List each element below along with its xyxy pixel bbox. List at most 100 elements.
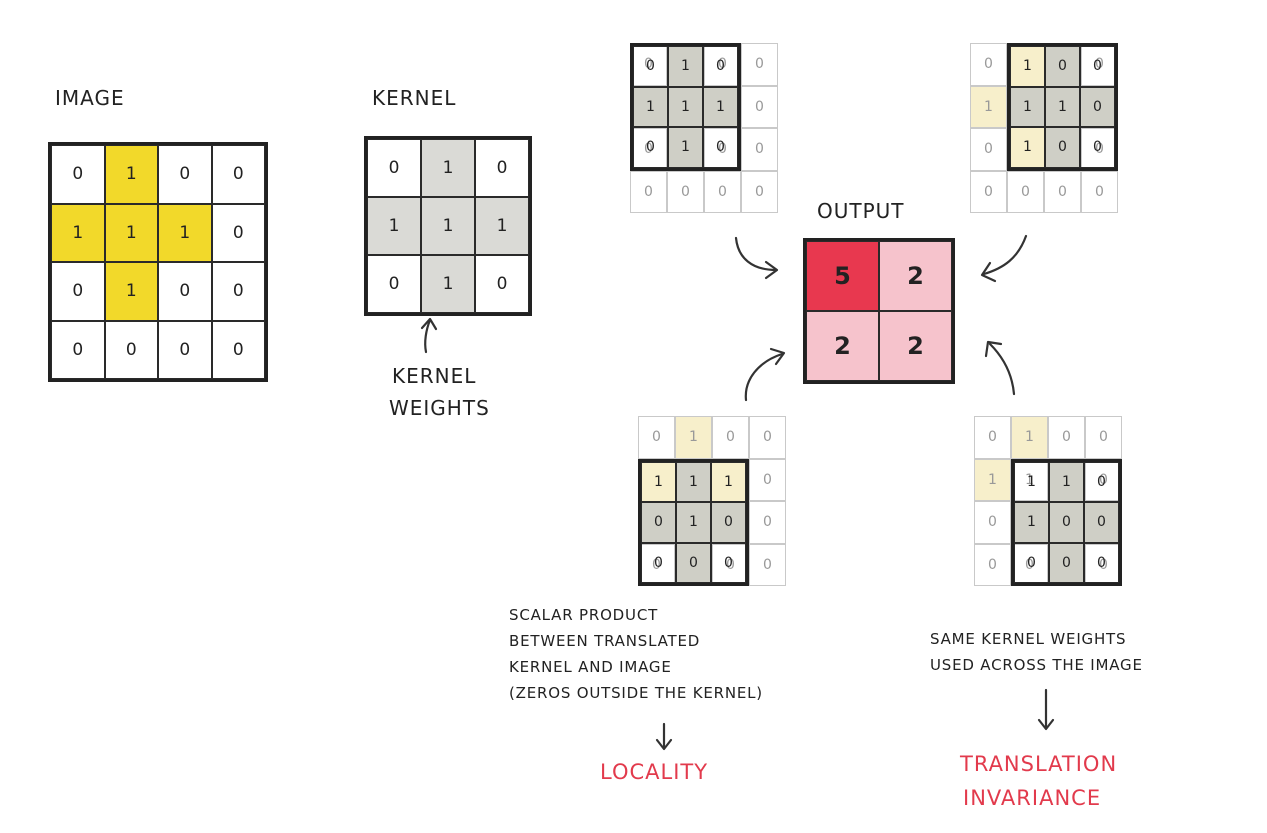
window-kernel-cell: 0 — [1045, 127, 1080, 168]
window-kernel-cell: 0 — [1049, 542, 1084, 583]
window-kernel-cell: 1 — [676, 461, 711, 502]
window-cell: 0 — [749, 416, 786, 459]
window-cell: 1 — [974, 458, 1011, 501]
kernel-window-top-right: 0 1 0 0 1 1 1 0 0 1 0 0 0 0 0 0 1 0 0 1 … — [970, 43, 1118, 213]
window-cell: 0 — [1007, 170, 1044, 213]
window-kernel-cell: 1 — [668, 46, 703, 87]
window-cell: 0 — [1085, 416, 1122, 459]
window-cell: 0 — [970, 170, 1007, 213]
kernel-title: KERNEL — [372, 86, 457, 110]
window-cell: 0 — [741, 128, 778, 171]
kernel-cell: 1 — [421, 255, 475, 313]
window-cell: 0 — [1044, 170, 1081, 213]
window-kernel-cell: 0 — [1014, 542, 1049, 583]
window-cell: 0 — [741, 85, 778, 128]
output-cell: 2 — [879, 311, 952, 381]
window-kernel-cell: 0 — [1049, 502, 1084, 543]
output-cell: 2 — [879, 241, 952, 311]
window-kernel-cell: 1 — [1010, 46, 1045, 87]
window-cell: 1 — [1011, 416, 1048, 459]
image-cell: 1 — [51, 203, 105, 262]
kernel-cell: 1 — [421, 139, 475, 197]
kernel-weights-arrow — [424, 318, 432, 354]
window-cell: 0 — [1048, 416, 1085, 459]
window-kernel-cell: 1 — [1010, 127, 1045, 168]
image-cell: 0 — [158, 320, 212, 379]
kernel-window-bottom-right: 0 1 0 0 1 1 1 0 0 1 0 0 0 0 0 0 1 1 0 1 … — [974, 416, 1122, 586]
top-left-to-output-arrow — [734, 236, 778, 272]
invariance-note-line2: USED ACROSS THE IMAGE — [930, 656, 1143, 674]
image-title: IMAGE — [55, 86, 125, 110]
bottom-right-to-output-arrow — [988, 342, 1016, 396]
window-cell: 0 — [974, 416, 1011, 459]
window-kernel-cell: 1 — [668, 86, 703, 127]
kernel-cell: 1 — [367, 197, 421, 255]
window-kernel-cell: 0 — [703, 46, 738, 87]
kernel-cell: 0 — [367, 139, 421, 197]
window-cell: 0 — [749, 501, 786, 544]
window-kernel-cell: 0 — [1045, 46, 1080, 87]
output-cell: 5 — [806, 241, 879, 311]
window-kernel-cell: 1 — [711, 461, 746, 502]
window-cell: 0 — [974, 543, 1011, 586]
window-kernel-cell: 1 — [641, 461, 676, 502]
output-grid: 5 2 2 2 — [803, 238, 955, 384]
window-kernel-cell: 0 — [1080, 127, 1115, 168]
locality-note-line3: KERNEL AND IMAGE — [509, 658, 672, 676]
window-kernel-cell: 0 — [1084, 461, 1119, 502]
bottom-left-to-output-arrow — [744, 352, 784, 402]
kernel-cell: 0 — [475, 255, 529, 313]
window-kernel-cell: 1 — [1010, 86, 1045, 127]
kernel-cell: 1 — [421, 197, 475, 255]
image-cell: 0 — [51, 320, 105, 379]
window-cell: 0 — [667, 170, 704, 213]
kernel-weights-label-line2: WEIGHTS — [389, 396, 490, 420]
output-title: OUTPUT — [817, 199, 905, 223]
window-cell: 1 — [970, 85, 1007, 128]
window-kernel-cell: 1 — [1045, 86, 1080, 127]
window-cell: 0 — [630, 170, 667, 213]
window-kernel-cell: 0 — [633, 46, 668, 87]
window-kernel-cell: 1 — [633, 86, 668, 127]
image-cell: 1 — [104, 145, 158, 204]
image-cell: 0 — [211, 320, 265, 379]
window-kernel-cell: 0 — [641, 502, 676, 543]
window-kernel-cell: 0 — [1080, 46, 1115, 87]
window-kernel-cell: 0 — [641, 542, 676, 583]
image-cell: 0 — [211, 203, 265, 262]
window-kernel-cell: 0 — [633, 127, 668, 168]
window-cell: 0 — [638, 416, 675, 459]
invariance-note-line1: SAME KERNEL WEIGHTS — [930, 630, 1127, 648]
kernel-cell: 0 — [367, 255, 421, 313]
window-kernel-cell: 0 — [676, 542, 711, 583]
window-kernel-cell: 0 — [703, 127, 738, 168]
window-kernel-cell: 1 — [676, 502, 711, 543]
image-cell: 1 — [104, 203, 158, 262]
window-cell: 0 — [974, 501, 1011, 544]
image-cell: 0 — [211, 145, 265, 204]
kernel-weights-label-line1: KERNEL — [392, 364, 477, 388]
window-kernel-cell: 0 — [711, 502, 746, 543]
image-cell: 0 — [51, 262, 105, 321]
window-cell: 0 — [1081, 170, 1118, 213]
locality-note-line4: (ZEROS OUTSIDE THE KERNEL) — [509, 684, 763, 702]
window-cell: 0 — [741, 170, 778, 213]
window-cell: 0 — [749, 458, 786, 501]
window-cell: 0 — [704, 170, 741, 213]
window-kernel-cell: 1 — [668, 127, 703, 168]
kernel-window-bottom-left: 0 1 0 0 1 1 1 0 0 1 0 0 0 0 0 0 1 1 1 0 … — [638, 416, 786, 586]
kernel-cell: 1 — [475, 197, 529, 255]
window-kernel-cell: 0 — [711, 542, 746, 583]
window-kernel-cell: 0 — [1080, 86, 1115, 127]
image-cell: 0 — [158, 262, 212, 321]
window-cell: 0 — [712, 416, 749, 459]
kernel-cell: 0 — [475, 139, 529, 197]
invariance-label-line1: TRANSLATION — [960, 752, 1118, 776]
output-cell: 2 — [806, 311, 879, 381]
window-cell: 0 — [970, 43, 1007, 86]
window-kernel-cell: 1 — [1049, 461, 1084, 502]
image-cell: 0 — [51, 145, 105, 204]
window-cell: 0 — [749, 543, 786, 586]
locality-note-line2: BETWEEN TRANSLATED — [509, 632, 701, 650]
